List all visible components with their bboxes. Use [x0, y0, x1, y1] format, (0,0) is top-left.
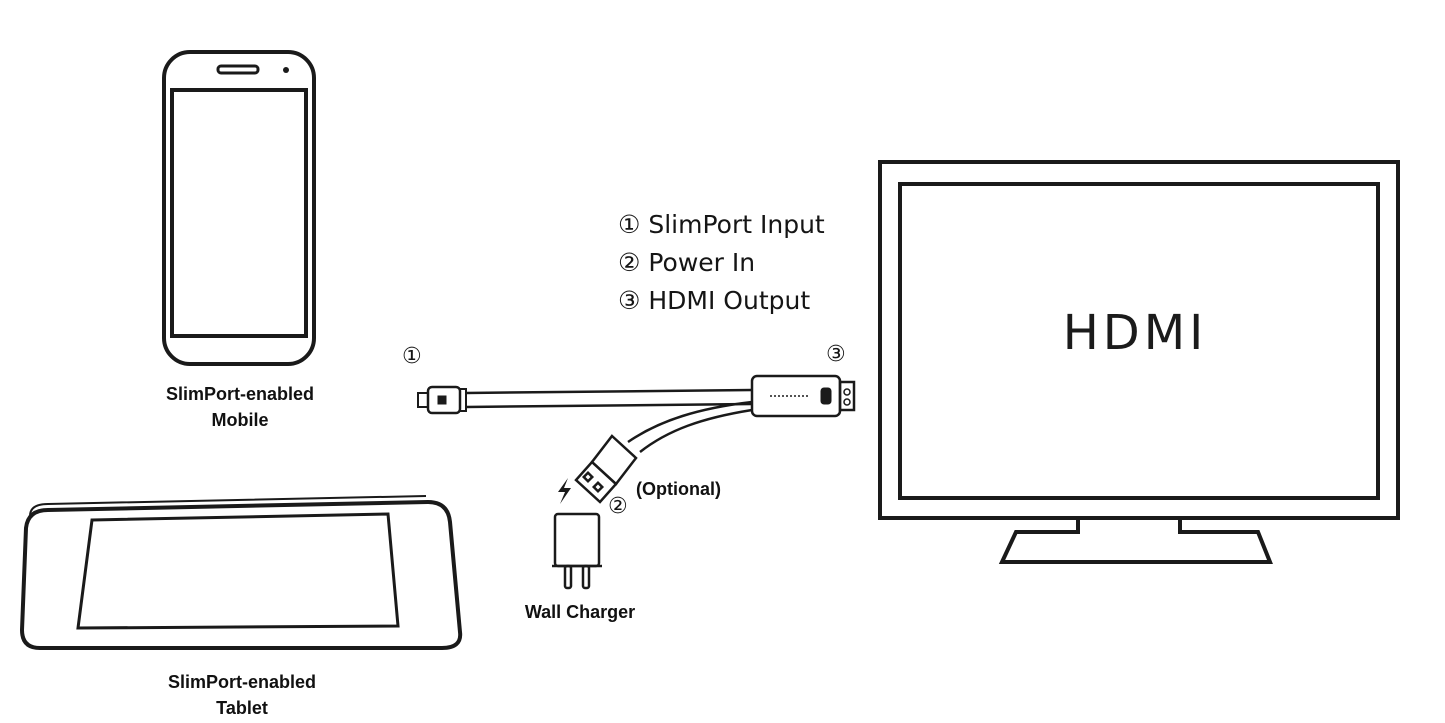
- callout-3: ③: [826, 342, 846, 367]
- power-icon: [558, 478, 571, 504]
- optional-label: (Optional): [636, 479, 721, 499]
- tablet-icon: [19, 495, 463, 650]
- mobile-phone-icon: [162, 50, 316, 366]
- mobile-label-line2: Mobile: [211, 410, 269, 430]
- tv-screen-label: HDMI: [1062, 305, 1208, 361]
- tablet-label: SlimPort-enabled Tablet: [142, 669, 342, 721]
- legend-item-power-in: ② Power In: [618, 248, 756, 277]
- usb-plug-icon: [574, 434, 638, 504]
- wall-charger-icon: [552, 512, 602, 590]
- tv-monitor-icon: [878, 160, 1400, 564]
- wall-charger-label: Wall Charger: [524, 602, 636, 622]
- mobile-label: SlimPort-enabled Mobile: [140, 381, 340, 433]
- slimport-cable: [417, 374, 856, 453]
- callout-1: ①: [402, 344, 422, 369]
- legend-item-slimport-input: ① SlimPort Input: [618, 210, 825, 239]
- tablet-label-line1: SlimPort-enabled: [167, 672, 317, 692]
- mobile-label-line1: SlimPort-enabled: [165, 384, 315, 404]
- tablet-label-line2: Tablet: [216, 698, 268, 718]
- legend: ① SlimPort Input ② Power In ③ HDMI Outpu…: [618, 206, 825, 320]
- callout-2: ②: [608, 494, 628, 519]
- legend-item-hdmi-output: ③ HDMI Output: [618, 286, 811, 315]
